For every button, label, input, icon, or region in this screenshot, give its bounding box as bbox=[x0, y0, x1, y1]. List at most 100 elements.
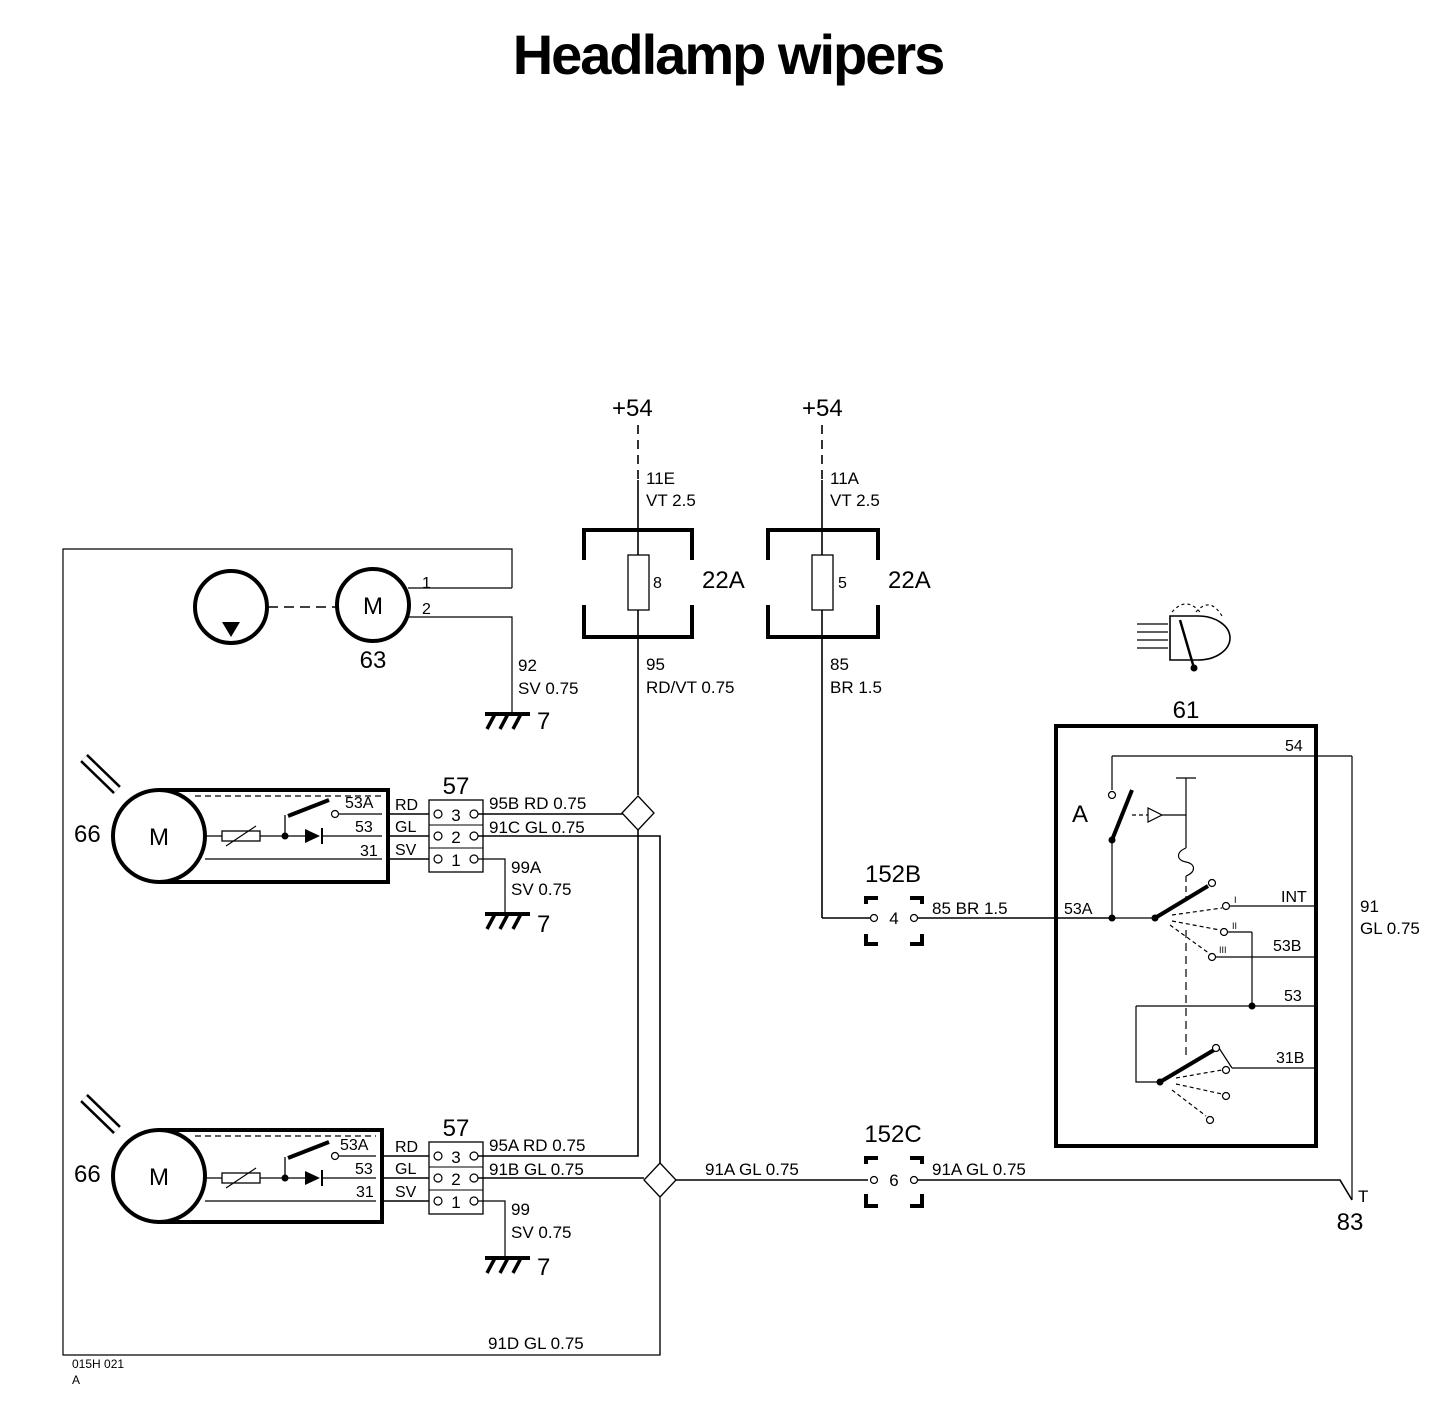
wire-91c-label: 91C GL 0.75 bbox=[489, 818, 585, 837]
wire-99-spec: SV 0.75 bbox=[511, 1223, 572, 1242]
wire-99a bbox=[478, 858, 506, 912]
drawing-code: 015H 021 bbox=[72, 1357, 124, 1371]
pin-color-sv: SV bbox=[395, 1184, 417, 1201]
pump-ground-wire-id: 92 bbox=[518, 656, 537, 675]
switch-pos-3: III bbox=[1219, 945, 1227, 955]
pin-num-1: 1 bbox=[451, 851, 460, 870]
splice-node-lower bbox=[643, 1162, 677, 1198]
switch-term-53: 53 bbox=[1284, 988, 1302, 1005]
switch-contact-label: A bbox=[1072, 801, 1088, 828]
connector-152c: 6 152C bbox=[864, 1121, 924, 1208]
wiper-motor-lower: M 66 53A 53 31 bbox=[74, 1094, 384, 1224]
connector-pin: 6 bbox=[889, 1171, 898, 1190]
pin-term-53a: 53A bbox=[340, 1137, 369, 1154]
switch-pos-2: II bbox=[1232, 921, 1237, 931]
pump-motor-label: M bbox=[363, 593, 383, 620]
pin-term-53: 53 bbox=[355, 819, 373, 836]
wire-91c bbox=[478, 835, 661, 1170]
pump-motor-icon bbox=[335, 567, 411, 643]
washer-pump-icon bbox=[193, 569, 269, 645]
pin-term-53: 53 bbox=[355, 1161, 373, 1178]
connector-pin: 4 bbox=[889, 909, 898, 928]
fuse8-box bbox=[582, 528, 694, 639]
connector-ref: 57 bbox=[443, 773, 470, 800]
switch-term-31b: 31B bbox=[1276, 1050, 1304, 1067]
connector-ref: 152B bbox=[865, 861, 921, 888]
switch-term-int: INT bbox=[1281, 889, 1307, 906]
wire-91a-right bbox=[918, 1179, 1353, 1201]
wire-99-id: 99 bbox=[511, 1200, 530, 1219]
wire-95b-label: 95B RD 0.75 bbox=[489, 794, 586, 813]
output-ref: 83 bbox=[1337, 1209, 1364, 1236]
wire-99 bbox=[478, 1200, 506, 1256]
connector-57-upper: RD GL SV 3 2 1 57 bbox=[388, 773, 484, 873]
pump-pin1-label: 1 bbox=[422, 575, 431, 592]
pin-num-2: 2 bbox=[451, 1170, 460, 1189]
wiper-motor-upper: M 66 53A 53 31 bbox=[74, 754, 390, 884]
pump-pin2-label: 2 bbox=[422, 601, 431, 618]
pin-num-1: 1 bbox=[451, 1193, 460, 1212]
wire-95a bbox=[478, 1153, 639, 1157]
splice-node-upper bbox=[621, 795, 655, 831]
wiper-motor-label: M bbox=[149, 824, 169, 851]
pump-ground-wire-spec: SV 0.75 bbox=[518, 679, 579, 698]
wire-91b-label: 91B GL 0.75 bbox=[489, 1160, 584, 1179]
switch-term-54: 54 bbox=[1285, 738, 1303, 755]
switch-term-53b: 53B bbox=[1273, 938, 1301, 955]
output-wire-id: 91 bbox=[1360, 897, 1379, 916]
wire-91a-right-label: 91A GL 0.75 bbox=[932, 1160, 1026, 1179]
wire-95a-label: 95A RD 0.75 bbox=[489, 1136, 585, 1155]
fuse8-out-spec: RD/VT 0.75 bbox=[646, 678, 735, 697]
ground-symbol-icon bbox=[485, 712, 530, 730]
wire-85-label: 85 BR 1.5 bbox=[932, 899, 1008, 918]
pump-ground-wire bbox=[408, 616, 513, 712]
switch-ref: 61 bbox=[1173, 697, 1200, 724]
connector-ref: 57 bbox=[443, 1115, 470, 1142]
pin-color-rd: RD bbox=[395, 1139, 418, 1156]
headlamp-wiper-icon bbox=[1137, 603, 1231, 672]
switch-pos-1: I bbox=[1234, 895, 1237, 905]
wiper-motor-ref: 66 bbox=[74, 1161, 101, 1188]
fuse5-in-spec: VT 2.5 bbox=[830, 491, 880, 510]
fuse5-box bbox=[766, 528, 880, 639]
fuse5-ref: 22A bbox=[888, 567, 931, 594]
connector-152b: 4 152B bbox=[864, 861, 924, 946]
pin-term-31: 31 bbox=[360, 843, 378, 860]
pin-term-31: 31 bbox=[356, 1184, 374, 1201]
pump-ground-ref: 7 bbox=[537, 708, 550, 735]
connector-ref: 152C bbox=[864, 1121, 921, 1148]
pin-color-rd: RD bbox=[395, 797, 418, 814]
output-wire-spec: GL 0.75 bbox=[1360, 919, 1420, 938]
wire-91a-left-label: 91A GL 0.75 bbox=[705, 1160, 799, 1179]
ground-symbol-icon bbox=[485, 912, 530, 930]
fuse8-element bbox=[627, 554, 650, 611]
wiper-motor-label: M bbox=[149, 1164, 169, 1191]
power-label-2: +54 bbox=[802, 395, 843, 422]
pin-num-3: 3 bbox=[451, 806, 460, 825]
fuse5-out-wire: 85 bbox=[830, 655, 849, 674]
wire-91d-label: 91D GL 0.75 bbox=[488, 1334, 584, 1353]
output-term: T bbox=[1358, 1187, 1368, 1206]
pump-motor-ref: 63 bbox=[360, 647, 387, 674]
fuse8-number: 8 bbox=[653, 575, 662, 592]
pin-color-gl: GL bbox=[395, 819, 416, 836]
wiper-motor-icon bbox=[111, 1128, 207, 1224]
fuse5-in-wire: 11A bbox=[830, 469, 860, 488]
pin-color-gl: GL bbox=[395, 1161, 416, 1178]
pump-triangle-icon bbox=[222, 622, 240, 637]
drawing-revision: A bbox=[72, 1373, 80, 1387]
fuse8-in-spec: VT 2.5 bbox=[646, 491, 696, 510]
switch-61-box bbox=[1054, 724, 1318, 1148]
fuse5-number: 5 bbox=[838, 575, 847, 592]
connector-57-lower: RD GL SV 3 2 1 57 bbox=[382, 1115, 484, 1215]
pin-num-3: 3 bbox=[451, 1148, 460, 1167]
page-title: Headlamp wipers bbox=[512, 23, 946, 86]
fuse8-in-wire: 11E bbox=[646, 469, 675, 488]
ground-ref: 7 bbox=[537, 911, 550, 938]
pin-color-sv: SV bbox=[395, 842, 417, 859]
pin-term-53a: 53A bbox=[345, 795, 374, 812]
pin-num-2: 2 bbox=[451, 828, 460, 847]
fuse5-element bbox=[811, 554, 834, 611]
wire-99a-spec: SV 0.75 bbox=[511, 880, 572, 899]
